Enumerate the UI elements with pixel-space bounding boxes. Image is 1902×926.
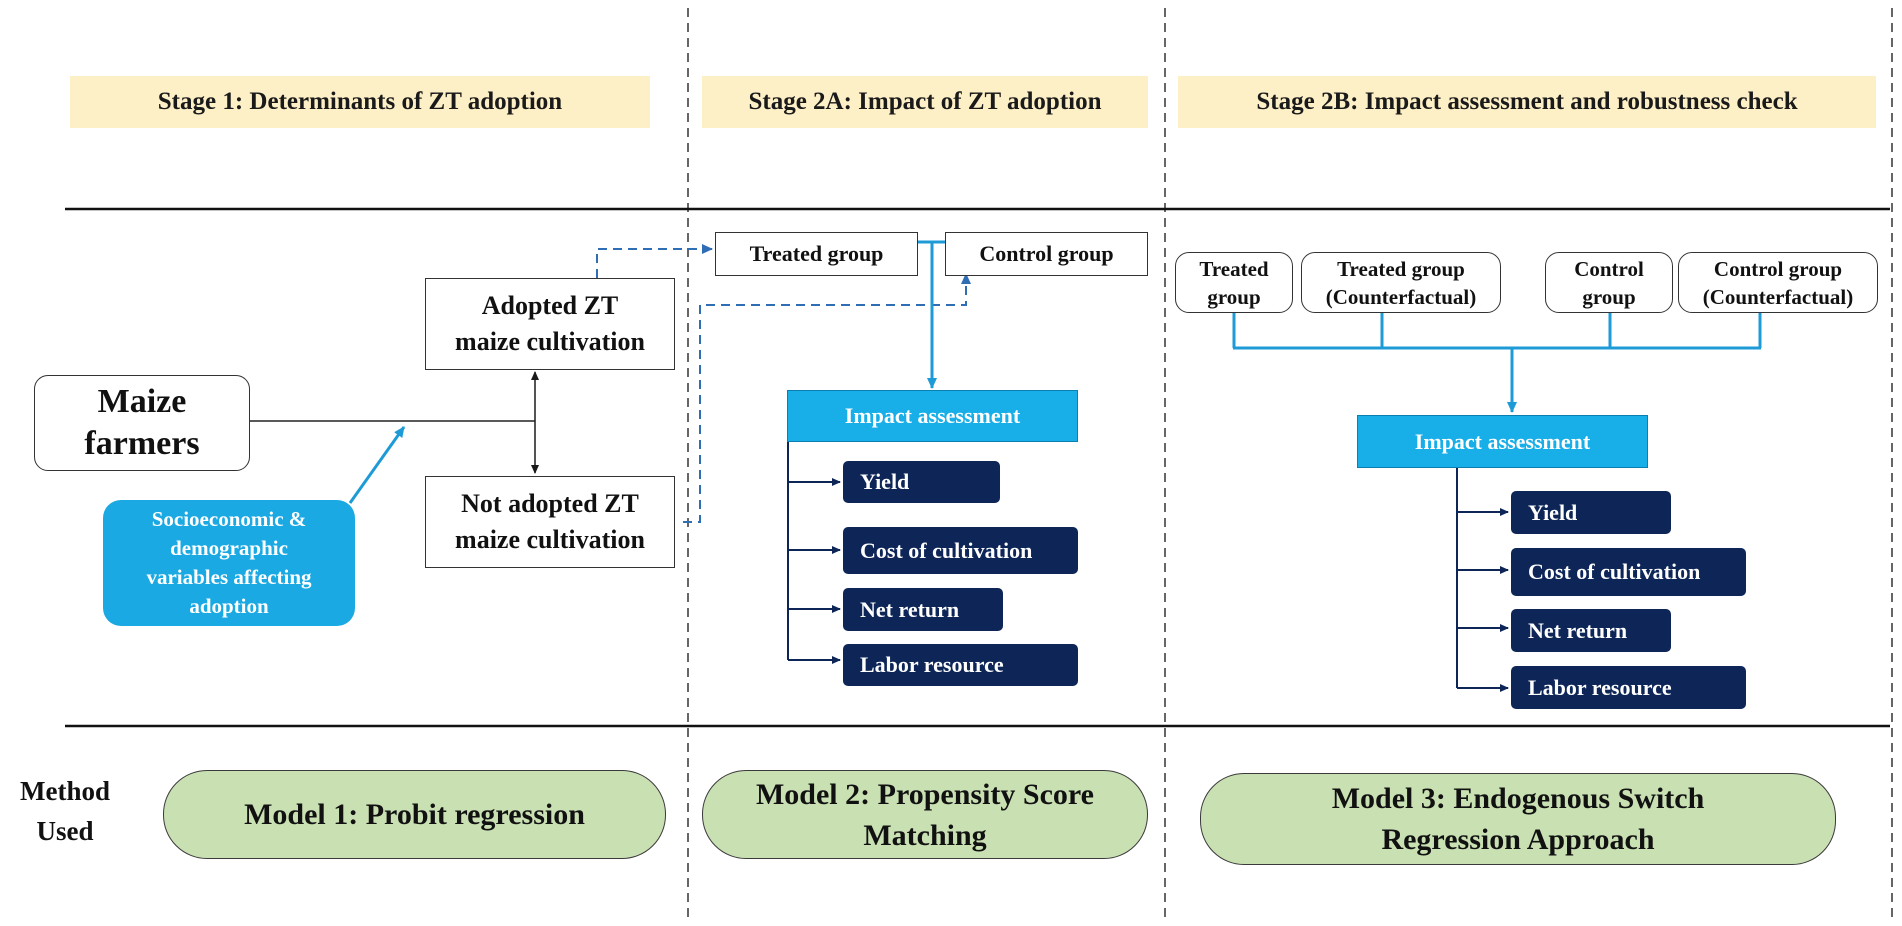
model-2-line-1: Model 2: Propensity Score bbox=[755, 777, 1094, 811]
impact-assessment-2a-label: Impact assessment bbox=[844, 403, 1021, 428]
socio-line-3: variables affecting bbox=[146, 565, 312, 589]
socio-line-1: Socioeconomic & bbox=[151, 507, 307, 531]
impact-assessment-2b: Impact assessment bbox=[1357, 415, 1648, 468]
outcome-yield-2b-label: Yield bbox=[1528, 499, 1578, 525]
maize-farmers-line-2: farmers bbox=[84, 425, 200, 462]
outcome-net-return-2a-label: Net return bbox=[860, 596, 960, 622]
outcome-labor-2b-label: Labor resource bbox=[1528, 674, 1672, 700]
row-separators bbox=[65, 207, 1890, 728]
adopted-zt-box: Adopted ZT maize cultivation bbox=[425, 278, 675, 370]
treated-group-label: Treated group bbox=[749, 241, 884, 266]
control-counterfactual-2b-line-1: Control group bbox=[1713, 256, 1843, 281]
stage-2b-title: Stage 2B: Impact assessment and robustne… bbox=[1256, 88, 1798, 115]
maize-farmers-line-1: Maize bbox=[97, 383, 187, 420]
treated-group-2b: Treated group bbox=[1175, 252, 1293, 313]
socioeconomic-variables-box: Socioeconomic & demographic variables af… bbox=[103, 500, 355, 626]
model-2-line-2: Matching bbox=[863, 818, 987, 852]
column-dividers bbox=[687, 8, 1893, 918]
outcome-yield-2b: Yield bbox=[1511, 491, 1671, 534]
control-group-2b-line-2: group bbox=[1582, 284, 1636, 309]
not-adopted-zt-line-2: maize cultivation bbox=[455, 525, 645, 554]
impact-assessment-2b-label: Impact assessment bbox=[1414, 428, 1591, 454]
stage-2b-header: Stage 2B: Impact assessment and robustne… bbox=[1178, 76, 1876, 128]
control-group-label: Control group bbox=[979, 241, 1114, 266]
socio-line-4: adoption bbox=[189, 594, 269, 618]
control-group-box: Control group bbox=[945, 232, 1148, 276]
method-used-line-2: Used bbox=[36, 816, 94, 846]
control-counterfactual-2b-line-2: (Counterfactual) bbox=[1702, 284, 1854, 309]
treated-group-2b-line-2: group bbox=[1207, 284, 1261, 309]
outcome-net-return-2a: Net return bbox=[843, 588, 1003, 631]
outcome-cost-2a: Cost of cultivation bbox=[843, 527, 1078, 574]
control-group-2b: Control group bbox=[1545, 252, 1673, 313]
adopted-zt-line-1: Adopted ZT bbox=[481, 291, 619, 320]
model-3-esr: Model 3: Endogenous Switch Regression Ap… bbox=[1200, 773, 1836, 865]
model-3-line-1: Model 3: Endogenous Switch bbox=[1331, 782, 1705, 815]
outcome-labor-2a-label: Labor resource bbox=[860, 652, 1004, 677]
outcome-yield-2a-label: Yield bbox=[860, 469, 910, 494]
control-group-2b-line-1: Control bbox=[1574, 256, 1644, 281]
treated-group-box: Treated group bbox=[715, 232, 918, 276]
treated-counterfactual-2b: Treated group (Counterfactual) bbox=[1301, 252, 1501, 313]
outcome-cost-2b-label: Cost of cultivation bbox=[1528, 559, 1701, 584]
not-adopted-zt-box: Not adopted ZT maize cultivation bbox=[425, 476, 675, 568]
treated-group-2b-line-1: Treated bbox=[1199, 256, 1269, 281]
outcome-cost-2b: Cost of cultivation bbox=[1511, 548, 1746, 596]
treated-counterfactual-2b-line-1: Treated group bbox=[1337, 256, 1465, 281]
stage-2a-title: Stage 2A: Impact of ZT adoption bbox=[748, 88, 1102, 115]
treated-counterfactual-2b-line-2: (Counterfactual) bbox=[1325, 284, 1477, 309]
maize-farmers-box: Maize farmers bbox=[34, 375, 250, 471]
outcome-labor-2b: Labor resource bbox=[1511, 666, 1746, 709]
stage-1-header: Stage 1: Determinants of ZT adoption bbox=[70, 76, 650, 128]
model-1-line-1: Model 1: Probit regression bbox=[244, 798, 585, 831]
model-3-line-2: Regression Approach bbox=[1381, 823, 1655, 856]
control-counterfactual-2b: Control group (Counterfactual) bbox=[1678, 252, 1878, 313]
not-adopted-zt-line-1: Not adopted ZT bbox=[461, 489, 639, 518]
adopted-zt-line-2: maize cultivation bbox=[455, 327, 645, 356]
model-2-psm: Model 2: Propensity Score Matching bbox=[702, 770, 1148, 859]
stage-2a-header: Stage 2A: Impact of ZT adoption bbox=[702, 76, 1148, 128]
model-1-probit: Model 1: Probit regression bbox=[163, 770, 666, 859]
outcome-net-return-2b: Net return bbox=[1511, 609, 1671, 652]
outcome-labor-2a: Labor resource bbox=[843, 644, 1078, 686]
outcome-net-return-2b-label: Net return bbox=[1528, 617, 1628, 643]
impact-assessment-2a: Impact assessment bbox=[787, 390, 1078, 442]
outcome-cost-2a-label: Cost of cultivation bbox=[860, 537, 1033, 563]
outcome-yield-2a: Yield bbox=[843, 461, 1000, 503]
method-used-label: Method Used bbox=[0, 771, 130, 853]
method-used-line-1: Method bbox=[20, 776, 110, 806]
socio-line-2: demographic bbox=[170, 536, 288, 560]
stage-1-title: Stage 1: Determinants of ZT adoption bbox=[157, 88, 563, 115]
